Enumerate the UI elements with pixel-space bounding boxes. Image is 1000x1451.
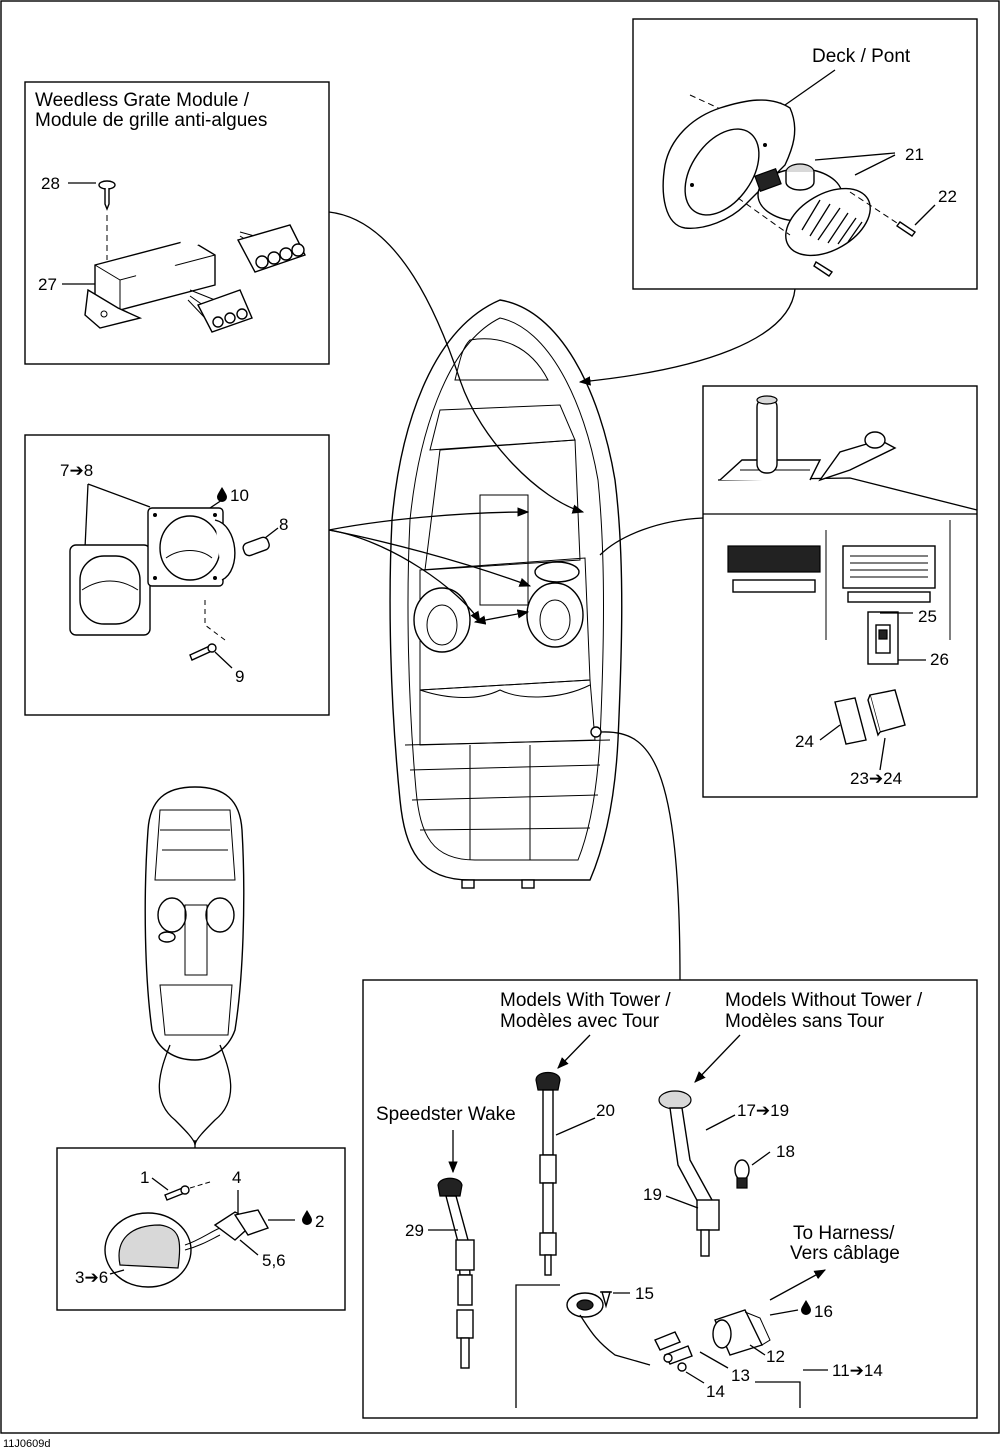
callout-27: 27 [38,275,57,294]
weedless-grate-panel: Weedless Grate Module / Module de grille… [24,81,330,365]
plug-8 [242,536,270,557]
callout-11-14: 11➔14 [832,1361,883,1380]
callout-10: 10 [230,486,249,505]
callout-29: 29 [405,1221,424,1240]
weedless-module-27 [84,200,306,333]
oil-drop-icon [801,1300,811,1315]
vent-panel: 7➔8 10 8 9 [24,434,330,716]
callout-20: 20 [596,1101,615,1120]
deck-horn-panel: Deck / Pont 21 22 [632,18,978,290]
housing-12 [712,1309,771,1356]
callout-24: 24 [795,732,814,751]
stern-light-lens [104,1212,192,1288]
callout-9: 9 [235,667,244,686]
pole-light-17 [658,1090,720,1257]
oil-drop-icon [217,487,227,502]
wake-light-29 [437,1177,475,1369]
callout-18: 18 [776,1142,795,1161]
callout-28: 28 [41,174,60,193]
connector-4 [184,1209,270,1251]
tower-title-line1: Models With Tower / [500,990,671,1011]
warning-decals [727,545,936,603]
speedster-wake-label: Speedster Wake [376,1104,516,1125]
callout-15: 15 [635,1284,654,1303]
callout-16: 16 [814,1302,833,1321]
callout-1: 1 [140,1168,149,1187]
callout-21: 21 [905,145,924,164]
harness-title-line2: Vers câblage [790,1243,900,1264]
vent-housing-10 [147,507,236,587]
throttle-lever [717,395,978,511]
boat-top-view [389,299,623,889]
socket-base [566,1292,651,1366]
callout-8: 8 [279,515,288,534]
weedless-title-line1: Weedless Grate Module / [35,90,250,111]
callout-12: 12 [766,1347,785,1366]
stern-light-panel: 1 4 2 5,6 3➔6 [56,1147,346,1311]
switch-bezel-25 [867,611,899,665]
deck-plate [662,99,796,229]
weedless-title-line2: Module de grille anti-algues [35,110,267,131]
screw-28 [98,180,116,260]
deck-title: Deck / Pont [812,46,911,67]
boat-small-view [144,786,245,1148]
notower-title-line2: Modèles sans Tour [725,1011,885,1032]
screw-15 [600,1291,612,1309]
callout-3-6: 3➔6 [75,1268,108,1287]
leader-lines [328,211,796,981]
notower-title-line1: Models Without Tower / [725,990,923,1011]
figure-id: 11J0609d [3,1438,51,1450]
harness-title-line1: To Harness/ [793,1223,895,1244]
callout-22: 22 [938,187,957,206]
callout-23-24: 23➔24 [850,769,902,788]
callout-4: 4 [232,1168,241,1187]
callout-26: 26 [930,650,949,669]
gasket-24 [834,697,867,745]
callout-19: 19 [643,1185,662,1204]
tower-light-20 [535,1071,561,1276]
screw-9 [189,643,217,661]
callout-14: 14 [706,1382,725,1401]
vent-cover-7 [69,544,151,636]
switch-23 [867,689,906,737]
bulb-18 [734,1159,750,1189]
callout-25: 25 [918,607,937,626]
callout-2: 2 [315,1212,324,1231]
oil-drop-icon [302,1210,312,1225]
callout-5-6: 5,6 [262,1251,286,1270]
navigation-lights-panel: Models With Tower / Modèles avec Tour Mo… [362,979,978,1419]
callout-17-19: 17➔19 [737,1101,789,1120]
switch-panel: 25 26 24 23➔24 [702,385,978,798]
callout-13: 13 [731,1366,750,1385]
tower-title-line2: Modèles avec Tour [500,1011,660,1032]
screw-1 [164,1181,211,1201]
horn-assembly-21 [754,163,871,257]
terminals-13 [654,1331,693,1372]
callout-7-8: 7➔8 [60,461,93,480]
screw-22 [813,221,917,277]
